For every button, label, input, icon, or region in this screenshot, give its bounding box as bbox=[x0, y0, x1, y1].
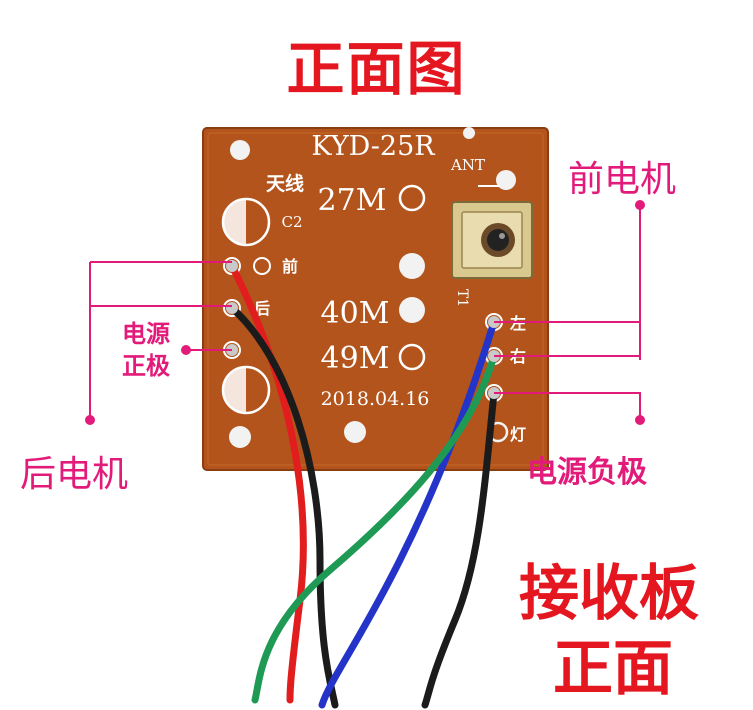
board-t1-label: T1 bbox=[454, 289, 470, 307]
power-negative-callout: 电源负极 bbox=[527, 455, 647, 490]
black-wire-right bbox=[421, 389, 498, 709]
silkscreen bbox=[221, 184, 503, 415]
callout-dots bbox=[85, 200, 645, 425]
page-title: 正面图 bbox=[286, 35, 467, 103]
board-ant-label: ANT bbox=[450, 156, 485, 174]
board-back-mark: 后 bbox=[254, 299, 270, 318]
board-light-mark: 灯 bbox=[510, 425, 526, 444]
freq-49m-label: 49M bbox=[321, 341, 390, 376]
power-positive-line2: 正极 bbox=[122, 352, 170, 381]
freq-40m-label: 40M bbox=[321, 296, 390, 331]
green-wire bbox=[251, 352, 498, 704]
power-positive-line1: 电源 bbox=[122, 320, 170, 348]
board-left-mark: 左 bbox=[509, 314, 526, 333]
rear-motor-callout: 后电机 bbox=[20, 454, 129, 495]
caption-front: 正面 bbox=[553, 634, 673, 704]
black-wire-left bbox=[228, 304, 339, 709]
board-date-label: 2018.04.16 bbox=[321, 388, 430, 410]
board-antenna-label: 天线 bbox=[266, 172, 304, 195]
board-holes bbox=[229, 127, 516, 448]
wires bbox=[228, 262, 498, 709]
board-front-mark: 前 bbox=[282, 257, 298, 276]
freq-27m-label: 27M bbox=[318, 183, 387, 218]
front-motor-callout: 前电机 bbox=[568, 159, 677, 200]
caption-receiver-board: 接收板 bbox=[519, 559, 699, 629]
power-positive-callout: 电源 正极 bbox=[122, 318, 170, 383]
t1-coil-component bbox=[451, 201, 533, 279]
callout-lines bbox=[89, 205, 641, 420]
blue-wire bbox=[318, 318, 498, 709]
board-c2-label: C2 bbox=[281, 213, 302, 231]
board-model-label: KYD-25R bbox=[311, 131, 435, 162]
